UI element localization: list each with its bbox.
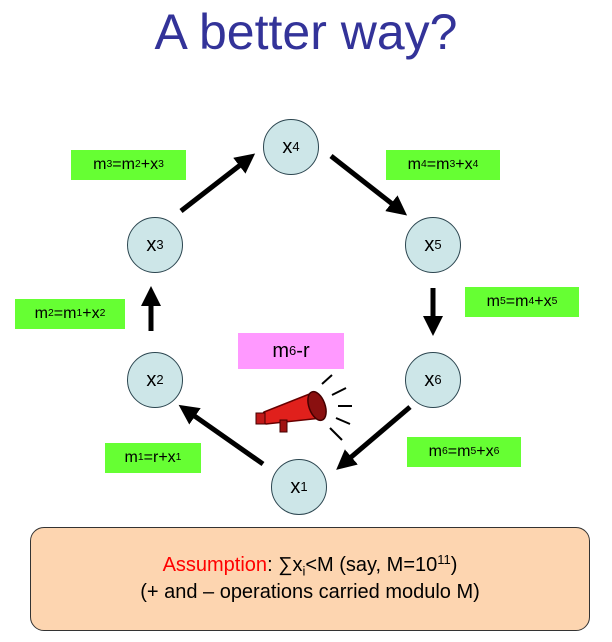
assumption-line-1: Assumption: ∑xi<M (say, M=1011) [162, 551, 458, 579]
node-x6-label: x [424, 368, 435, 391]
page-title: A better way? [154, 4, 458, 60]
node-x4-label: x [282, 135, 293, 158]
assumption-keyword: Assumption [162, 554, 268, 576]
assumption-box: Assumption: ∑xi<M (say, M=1011) (+ and –… [30, 527, 590, 631]
node-x3-label: x [146, 233, 157, 256]
megaphone-icon [255, 374, 352, 441]
arrow-x1-x2 [178, 404, 265, 467]
node-x1-label: x [290, 475, 301, 498]
assumption-line-2: (+ and – operations carried modulo M) [140, 581, 480, 603]
node-x5-label: x [424, 233, 435, 256]
arrow-x6-x1 [336, 405, 412, 470]
arrow-x3-x4 [179, 153, 256, 213]
arrow-x4-x5 [329, 154, 408, 216]
node-x2-label: x [146, 368, 157, 391]
